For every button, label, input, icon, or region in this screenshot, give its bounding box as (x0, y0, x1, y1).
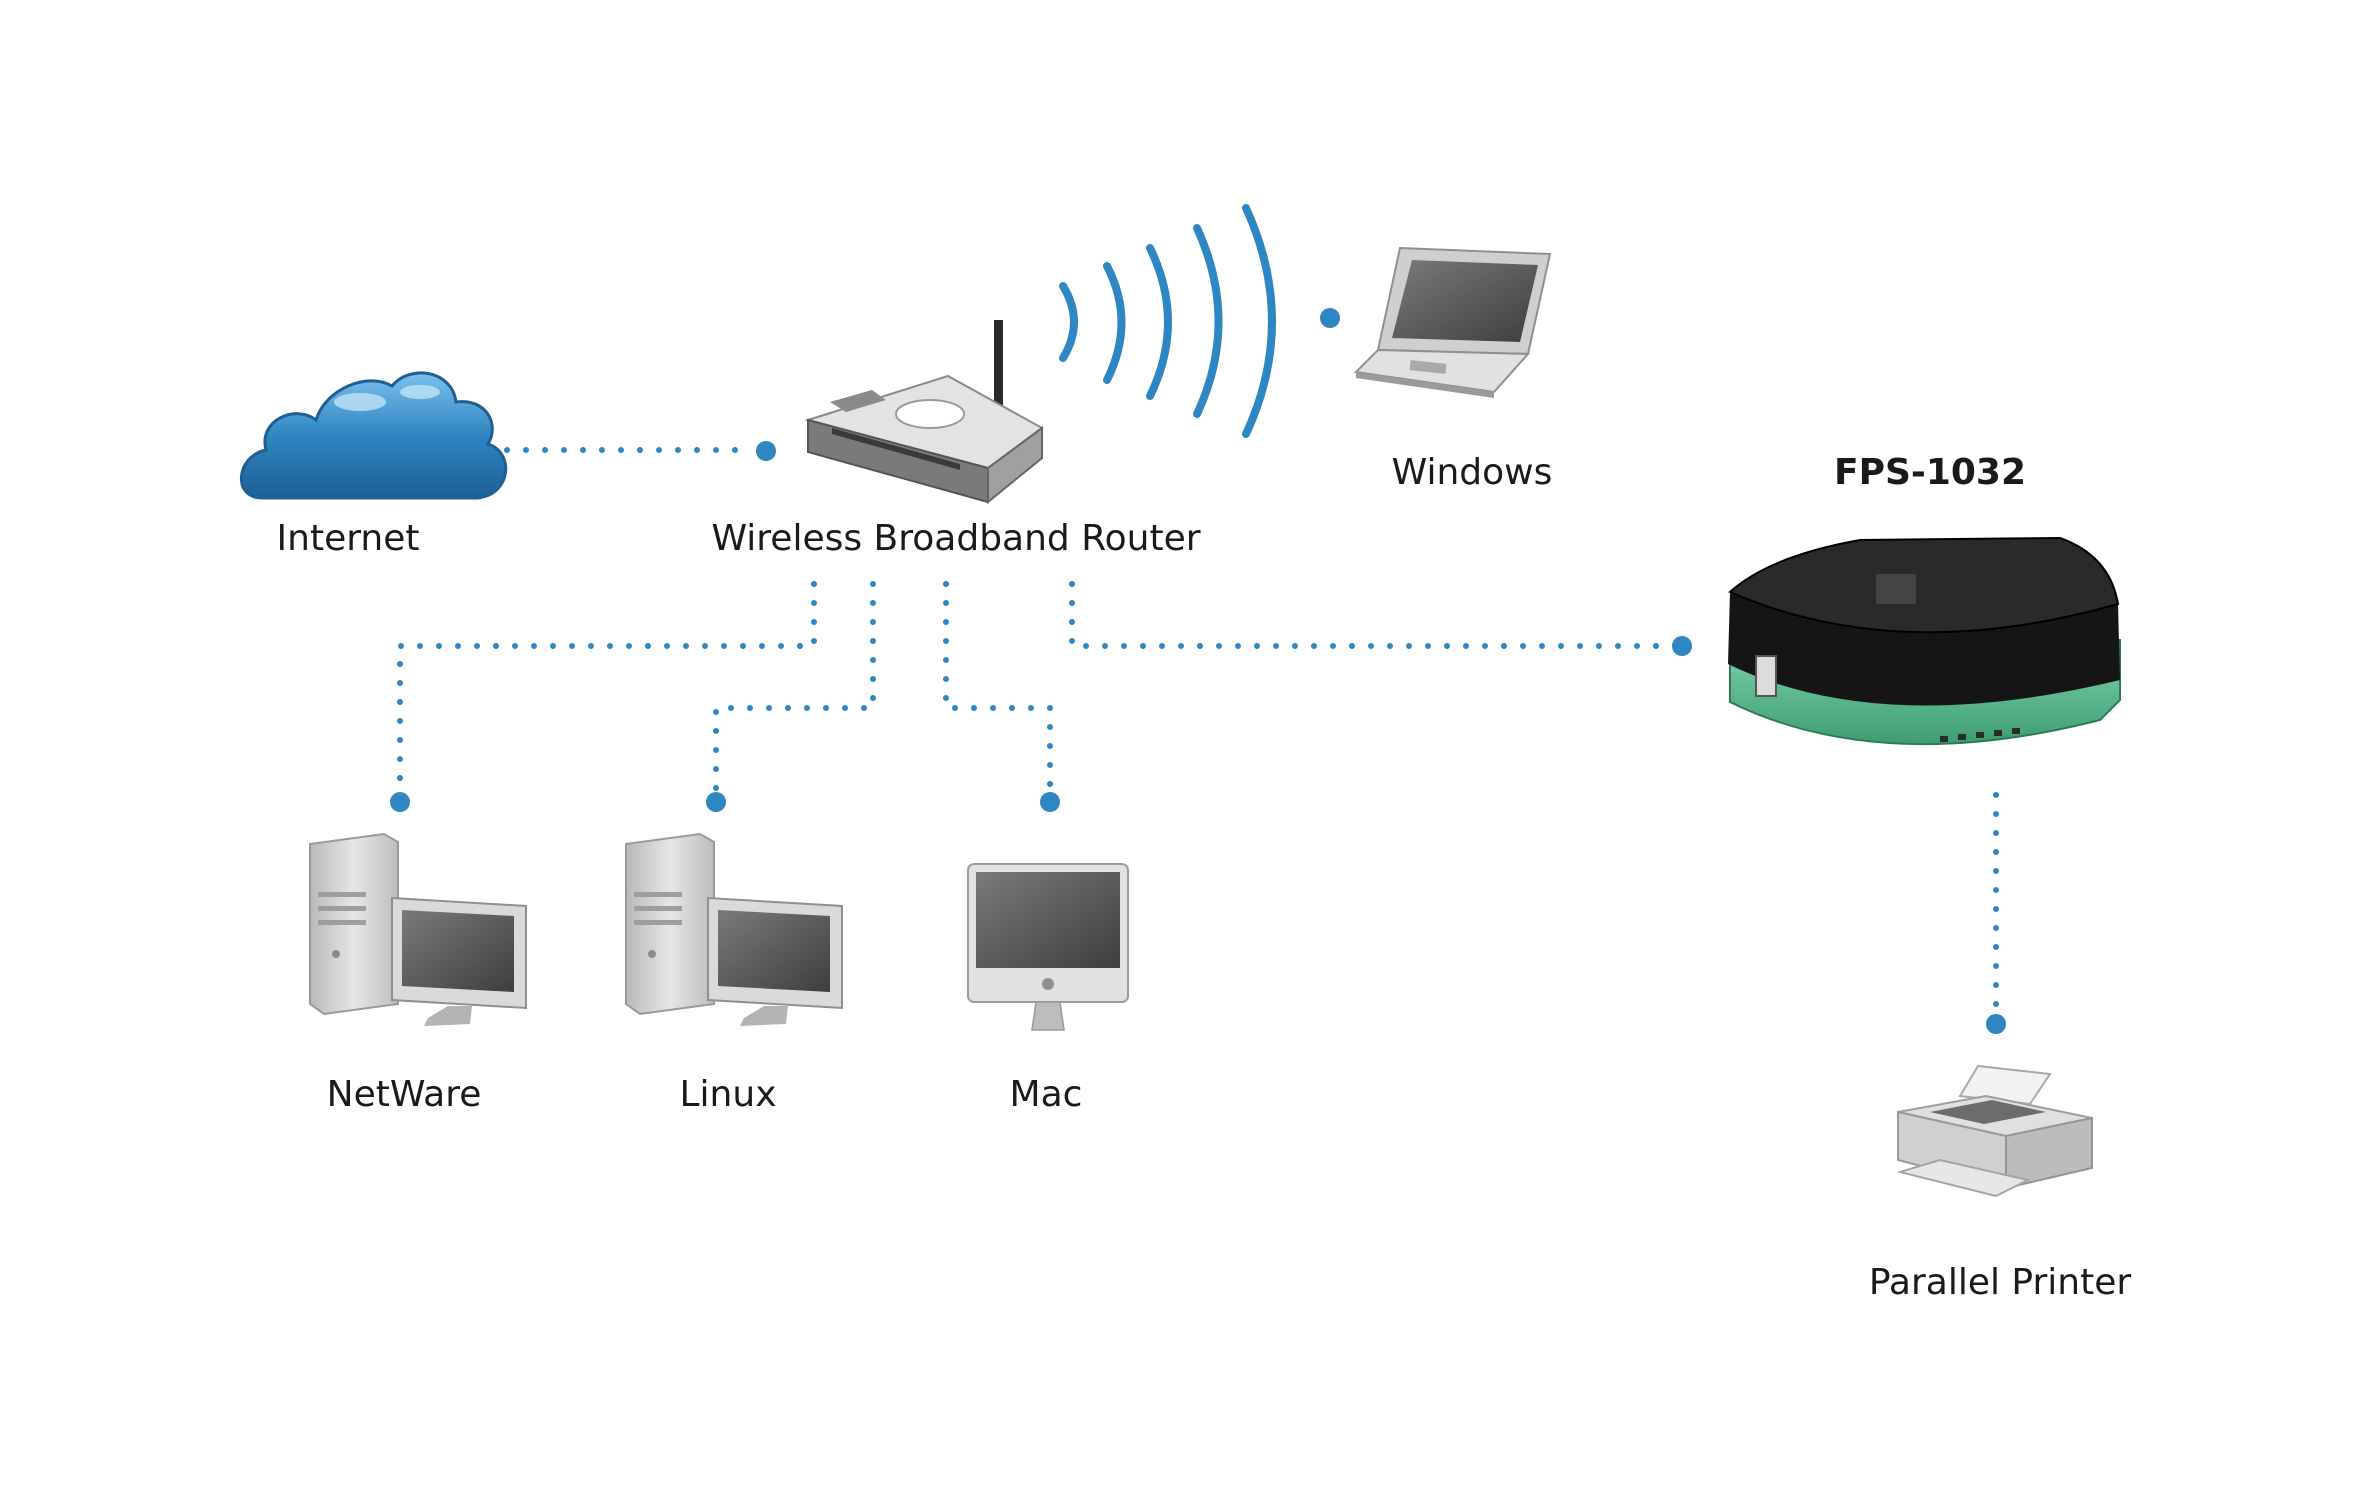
router-label: Wireless Broadband Router (711, 518, 1201, 559)
endpoint-mac (1040, 792, 1060, 812)
wireless-router-icon (804, 320, 1044, 505)
endpoint-windows (1320, 308, 1340, 328)
desktop-computer-icon (309, 832, 527, 1026)
connector-router-mac (943, 581, 1053, 793)
connector-router-print-server (1069, 581, 1671, 649)
endpoint-print-server (1672, 636, 1692, 656)
connectors (397, 447, 1999, 1013)
print-server-icon (1728, 536, 2121, 746)
imac-icon (967, 863, 1129, 1031)
netware-label: NetWare (326, 1074, 482, 1115)
endpoint-printer (1986, 1014, 2006, 1034)
mac-label: Mac (1009, 1074, 1083, 1115)
print-server-label: FPS-1032 (1833, 452, 2027, 493)
internet-label: Internet (276, 518, 420, 559)
printer-icon (1896, 1064, 2093, 1198)
linux-label: Linux (679, 1074, 777, 1115)
laptop-icon (1353, 246, 1552, 398)
wireless-signal-icon (1059, 204, 1276, 438)
endpoint-linux (706, 792, 726, 812)
windows-label: Windows (1391, 452, 1553, 493)
connector-router-netware (397, 581, 817, 793)
desktop-computer-icon (625, 832, 843, 1026)
endpoint-netware (390, 792, 410, 812)
cloud-icon (239, 371, 508, 500)
connector-endpoints (390, 308, 2006, 1034)
connector-router-linux (713, 581, 876, 793)
printer-label: Parallel Printer (1868, 1262, 2132, 1303)
endpoint-router (756, 441, 776, 461)
